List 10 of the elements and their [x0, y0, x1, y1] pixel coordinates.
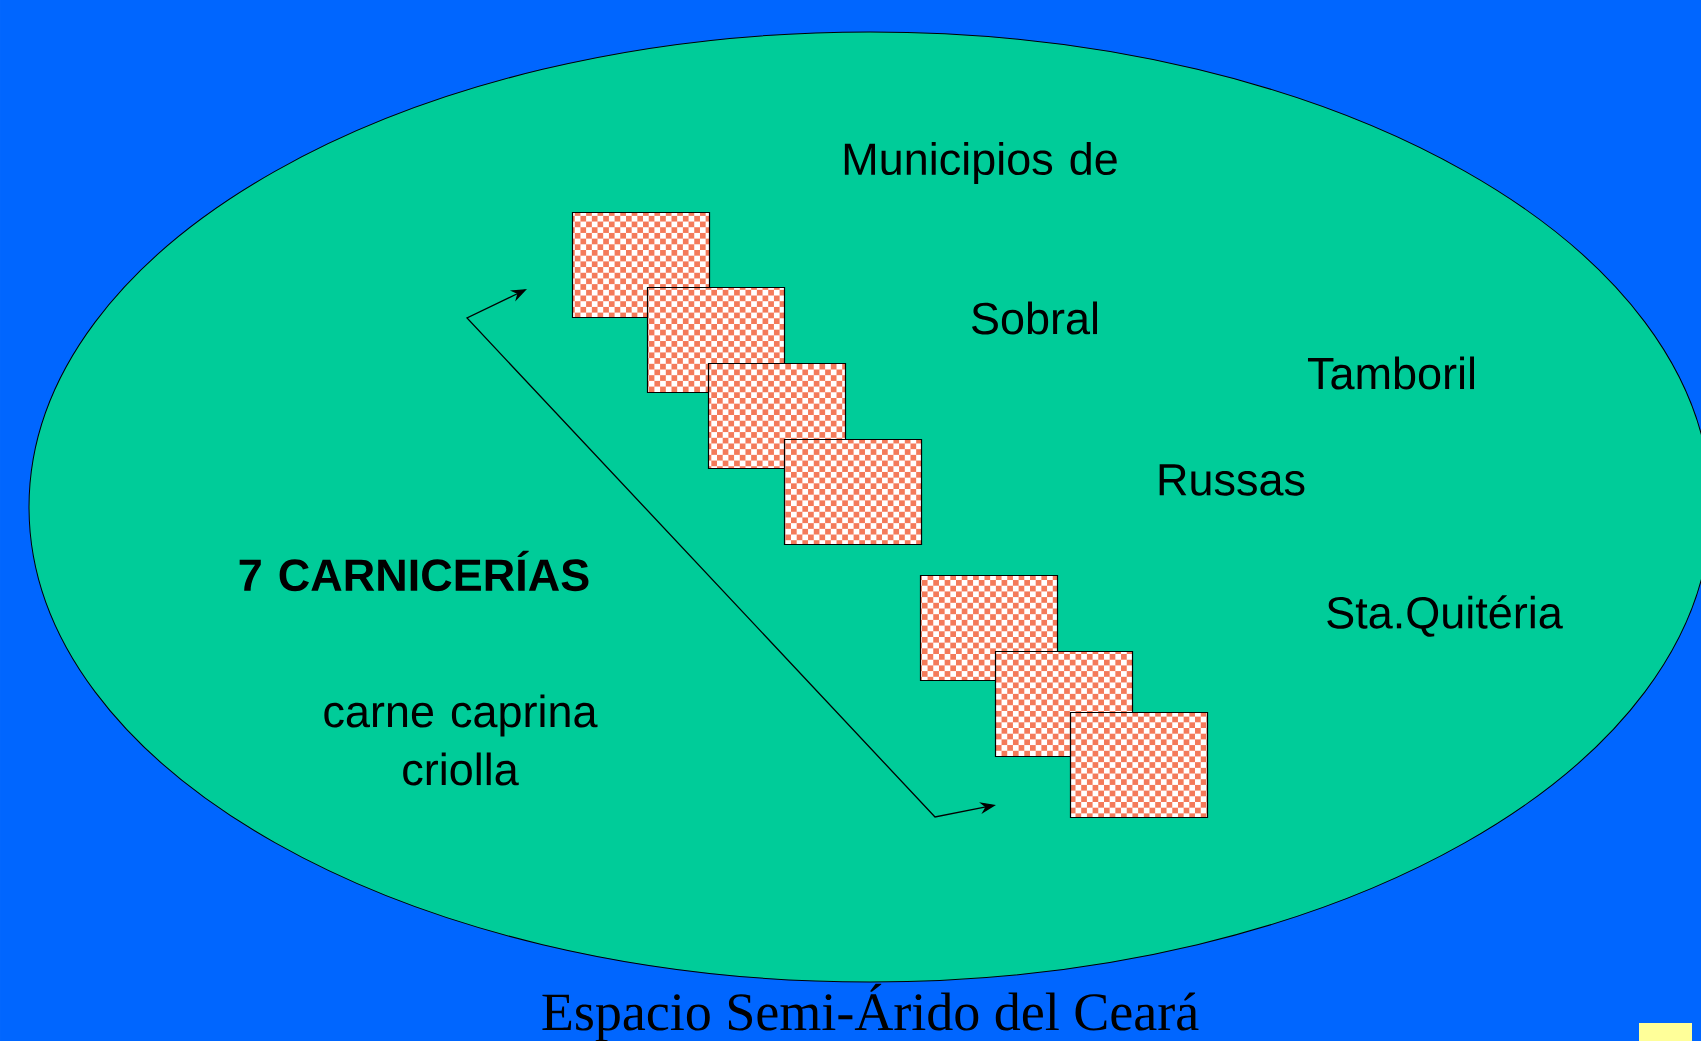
place-label: Sobral — [972, 301, 1097, 335]
region-title: Espacio Semi-Árido del Ceará — [542, 983, 1199, 1041]
place-label: carne caprina criolla — [324, 694, 598, 786]
place-label: Russas — [1159, 464, 1305, 496]
checkered-square — [783, 438, 923, 546]
heading-text: 7 CARNICERÍAS — [239, 550, 589, 592]
checkered-square — [1069, 711, 1209, 819]
place-label: Municipios de — [844, 142, 1117, 184]
place-label: Sta.Quitéria — [1327, 595, 1563, 637]
place-label: Tamboril — [1308, 356, 1475, 390]
